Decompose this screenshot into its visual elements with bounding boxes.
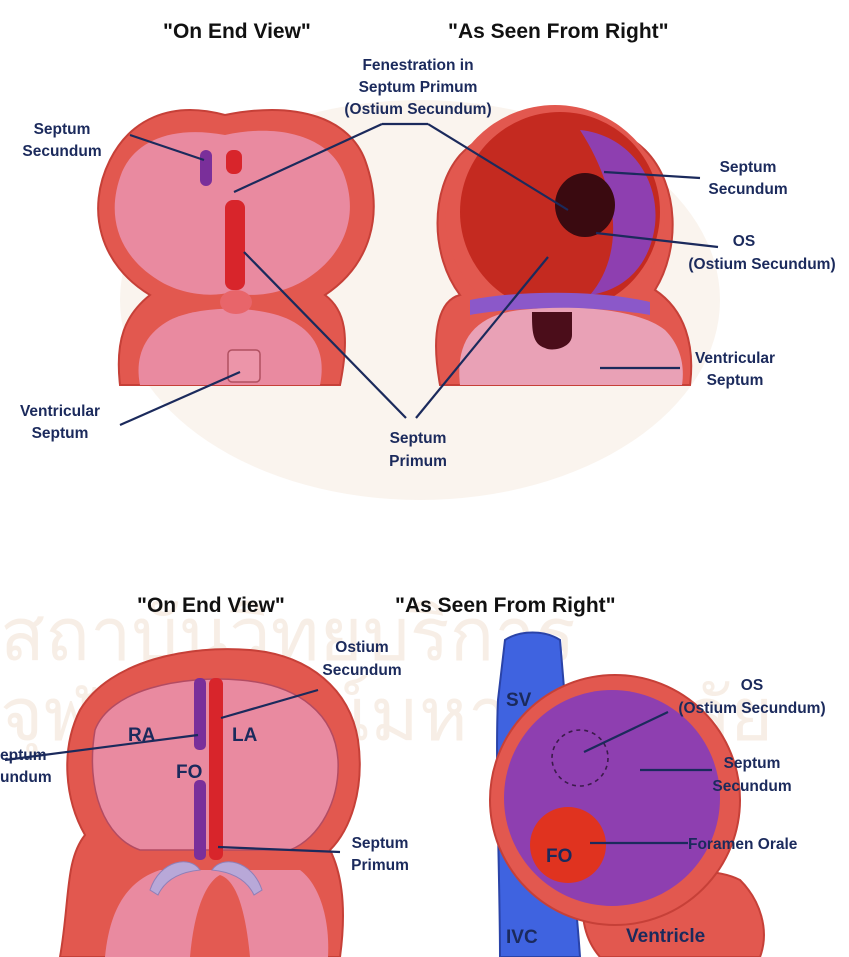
bottom-left-heart — [60, 649, 360, 957]
label-os-top-2: (Ostium Secundum) — [688, 256, 835, 273]
septum-secundum-top-left — [200, 150, 212, 186]
label-ostium-1: Ostium — [335, 639, 388, 656]
label-septum-secundum-top-left-1: Septum — [34, 121, 91, 138]
label-septum-secundum-bottom-right-2: Secundum — [712, 778, 791, 795]
label-septum-primum-top-1: Septum — [390, 430, 447, 447]
label-septum-secundum-top-left-2: Secundum — [22, 143, 101, 160]
label-septum-secundum-bottom-left-2: undum — [0, 769, 52, 786]
label-septum-secundum-bottom-right-1: Septum — [724, 755, 781, 772]
label-fo-left: FO — [176, 762, 202, 783]
label-os-bottom-2: (Ostium Secundum) — [678, 700, 825, 717]
label-os-top-1: OS — [733, 233, 755, 250]
septum-primum-upper-top-left — [226, 150, 242, 174]
foramen-ovale — [530, 807, 606, 883]
label-septum-primum-bottom-2: Primum — [351, 857, 409, 874]
label-fenestration-1: Fenestration in — [362, 57, 473, 74]
label-fo-right: FO — [546, 846, 572, 867]
label-ventricular-septum-right-2: Septum — [707, 372, 764, 389]
top-title-on-end-view: "On End View" — [163, 20, 311, 43]
label-fenestration-3: (Ostium Secundum) — [344, 101, 491, 118]
os-opening — [555, 173, 615, 237]
bottom-title-as-seen-from-right: "As Seen From Right" — [395, 594, 616, 617]
label-fenestration-2: Septum Primum — [359, 79, 478, 96]
label-septum-primum-bottom-1: Septum — [352, 835, 409, 852]
bottom-title-on-end-view: "On End View" — [137, 594, 285, 617]
label-septum-secundum-bottom-left-1: eptum — [0, 747, 47, 764]
septum-primum-bottom-left — [209, 678, 223, 860]
label-septum-secundum-top-right-1: Septum — [720, 159, 777, 176]
septum-secundum-bottom-left — [194, 678, 206, 750]
label-ra: RA — [128, 725, 156, 746]
label-ivc: IVC — [506, 927, 538, 948]
label-septum-primum-top-2: Primum — [389, 453, 447, 470]
top-right-heart — [436, 105, 691, 385]
label-ventricular-septum-right-1: Ventricular — [695, 350, 775, 367]
septum-secundum-disc — [504, 690, 720, 906]
label-sv: SV — [506, 690, 532, 711]
septum-primum-lower-top-left — [225, 200, 245, 290]
top-title-as-seen-from-right: "As Seen From Right" — [448, 20, 669, 43]
label-ventricular-septum-left-1: Ventricular — [20, 403, 100, 420]
label-ventricle: Ventricle — [626, 926, 705, 947]
label-ventricular-septum-left-2: Septum — [32, 425, 89, 442]
label-os-bottom-1: OS — [741, 677, 763, 694]
label-foramen-orale: Foramen Orale — [688, 836, 798, 853]
label-septum-secundum-top-right-2: Secundum — [708, 181, 787, 198]
label-ostium-2: Secundum — [322, 662, 401, 679]
label-la: LA — [232, 725, 258, 746]
